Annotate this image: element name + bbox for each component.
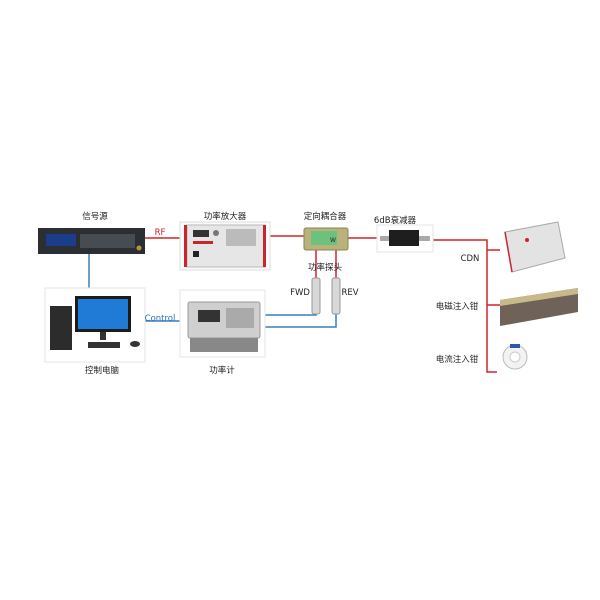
- rf-lines: [145, 235, 500, 373]
- attenuator-label: 6dB衰减器: [373, 216, 417, 226]
- coupler-label: 定向耦合器: [303, 212, 347, 222]
- pc-label: 控制电脑: [84, 366, 120, 376]
- current-injection-clamp: [502, 344, 528, 370]
- attenuator: [376, 224, 434, 253]
- em-clamp-label: 电磁注入钳: [435, 302, 479, 312]
- power-probe-label: 功率探头: [307, 263, 343, 273]
- fwd-label: FWD: [290, 288, 310, 298]
- signal-generator-label: 信号源: [82, 212, 108, 222]
- em-injection-clamp: [500, 288, 578, 326]
- control-label: Control: [144, 314, 176, 324]
- cdn-label: CDN: [460, 254, 480, 264]
- directional-coupler: W: [303, 227, 349, 251]
- rev-label: REV: [341, 288, 359, 298]
- control-line-meter-rev: [265, 310, 337, 328]
- rf-line-att-bus: [433, 239, 497, 373]
- amplifier-label: 功率放大器: [203, 212, 247, 222]
- cdn-device: [504, 221, 566, 273]
- power-meter: [179, 289, 266, 358]
- control-line-meter-fwd: [265, 310, 317, 316]
- current-clamp-label: 电流注入钳: [435, 355, 479, 365]
- power-meter-label: 功率计: [209, 366, 235, 376]
- control-pc: [44, 287, 146, 363]
- signal-generator: [38, 228, 145, 254]
- power-probes: [311, 277, 341, 315]
- power-amplifier: [179, 221, 271, 271]
- rf-label: RF: [154, 228, 166, 238]
- svg-text:W: W: [330, 237, 336, 244]
